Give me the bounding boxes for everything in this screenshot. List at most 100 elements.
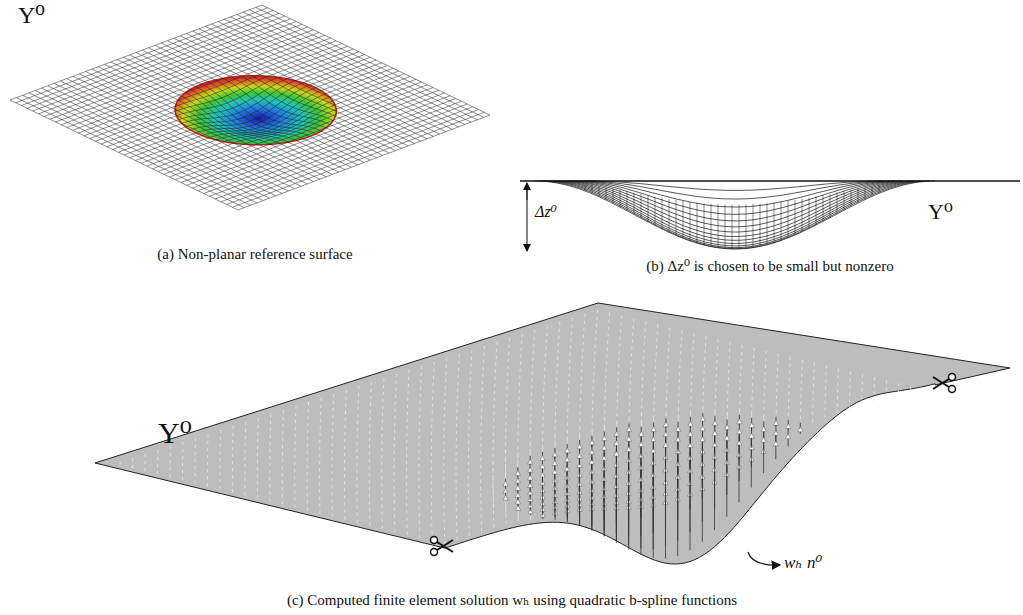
normal-arrow — [258, 425, 259, 428]
normal-arrow — [394, 444, 395, 447]
normal-arrow — [443, 442, 444, 445]
normal-arrow — [898, 390, 899, 393]
normal-arrow — [607, 348, 608, 351]
scissors-symbol — [933, 374, 956, 393]
normal-arrow — [788, 406, 789, 409]
normal-arrow — [468, 504, 469, 507]
normal-arrow — [776, 396, 777, 399]
normal-arrow — [195, 452, 196, 455]
grid-line — [237, 15, 465, 125]
normal-arrow — [394, 479, 395, 482]
normal-arrow — [444, 435, 445, 438]
normal-arrow — [269, 477, 270, 480]
normal-arrow — [406, 454, 407, 457]
normal-arrow — [458, 368, 459, 371]
normal-arrow — [777, 361, 778, 364]
normal-arrow — [520, 362, 521, 365]
normal-arrow — [727, 391, 728, 394]
normal-arrow — [369, 445, 370, 448]
normal-arrow — [481, 409, 482, 412]
normal-arrow — [270, 428, 271, 431]
normal-arrow — [282, 438, 283, 441]
normal-arrow — [886, 380, 887, 383]
normal-arrow — [571, 332, 572, 335]
normal-arrow — [581, 377, 582, 380]
normal-arrow — [517, 446, 518, 450]
normal-arrow — [394, 529, 395, 532]
arrow-head — [688, 421, 693, 426]
normal-arrow — [456, 452, 457, 455]
normal-arrow — [605, 397, 606, 400]
arrow-head — [540, 455, 545, 460]
normal-arrow — [394, 451, 395, 454]
normal-arrow — [369, 480, 370, 483]
normal-arrow — [568, 381, 569, 384]
normal-arrow — [583, 335, 584, 338]
normal-arrow — [418, 478, 419, 481]
grid-line — [210, 101, 462, 196]
hatch-line — [753, 204, 754, 247]
hatch-line — [781, 202, 782, 241]
arrow-head — [675, 437, 680, 442]
normal-arrow — [307, 486, 308, 489]
profile-line — [559, 181, 909, 237]
normal-arrow — [207, 455, 208, 458]
normal-arrow — [581, 384, 582, 387]
grid-line — [249, 10, 477, 120]
normal-arrow — [764, 407, 765, 410]
normal-arrow — [594, 359, 595, 362]
normal-arrow — [332, 485, 333, 488]
normal-arrow — [370, 410, 371, 413]
normal-arrow — [307, 472, 308, 475]
normal-arrow — [717, 353, 718, 356]
normal-arrow — [483, 360, 484, 363]
normal-arrow — [257, 467, 258, 470]
normal-arrow — [406, 489, 407, 492]
arrow-head — [540, 464, 545, 469]
normal-arrow — [295, 427, 296, 430]
normal-arrow — [555, 399, 556, 402]
arrow-head — [639, 431, 644, 436]
normal-arrow — [776, 403, 777, 406]
normal-arrow — [668, 348, 669, 351]
arrow-head — [528, 467, 533, 472]
normal-arrow — [629, 409, 630, 412]
grid-line — [232, 112, 484, 207]
normal-arrow — [443, 477, 444, 480]
normal-arrow — [715, 395, 716, 398]
normal-arrow — [332, 436, 333, 439]
normal-arrow — [481, 507, 482, 510]
normal-arrow — [727, 405, 728, 408]
normal-arrow — [630, 381, 631, 384]
normal-arrow — [332, 422, 333, 425]
normal-arrow — [505, 506, 506, 512]
normal-arrow — [630, 388, 631, 391]
normal-arrow — [531, 386, 532, 389]
normal-arrow — [765, 358, 766, 361]
grid-line — [231, 17, 459, 127]
normal-arrow — [307, 465, 308, 468]
arrow-head — [515, 478, 520, 483]
normal-arrow — [621, 323, 622, 326]
normal-arrow — [778, 354, 779, 357]
normal-arrow — [715, 402, 716, 405]
hatch-line — [865, 187, 866, 199]
normal-arrow — [357, 442, 358, 445]
normal-arrow — [369, 502, 370, 505]
normal-arrow — [480, 486, 481, 491]
normal-arrow — [295, 441, 296, 444]
normal-arrow — [654, 394, 655, 397]
normal-arrow — [145, 454, 146, 457]
normal-arrow — [518, 432, 519, 435]
normal-arrow — [406, 475, 407, 478]
normal-arrow — [667, 376, 668, 379]
normal-arrow — [519, 397, 520, 400]
normal-arrow — [619, 351, 620, 354]
normal-arrow — [394, 458, 395, 461]
normal-arrow — [182, 463, 183, 466]
normal-arrow — [456, 523, 457, 526]
normal-arrow — [582, 349, 583, 352]
normal-arrow — [394, 416, 395, 419]
normal-arrow — [468, 512, 469, 515]
normal-arrow — [407, 405, 408, 408]
